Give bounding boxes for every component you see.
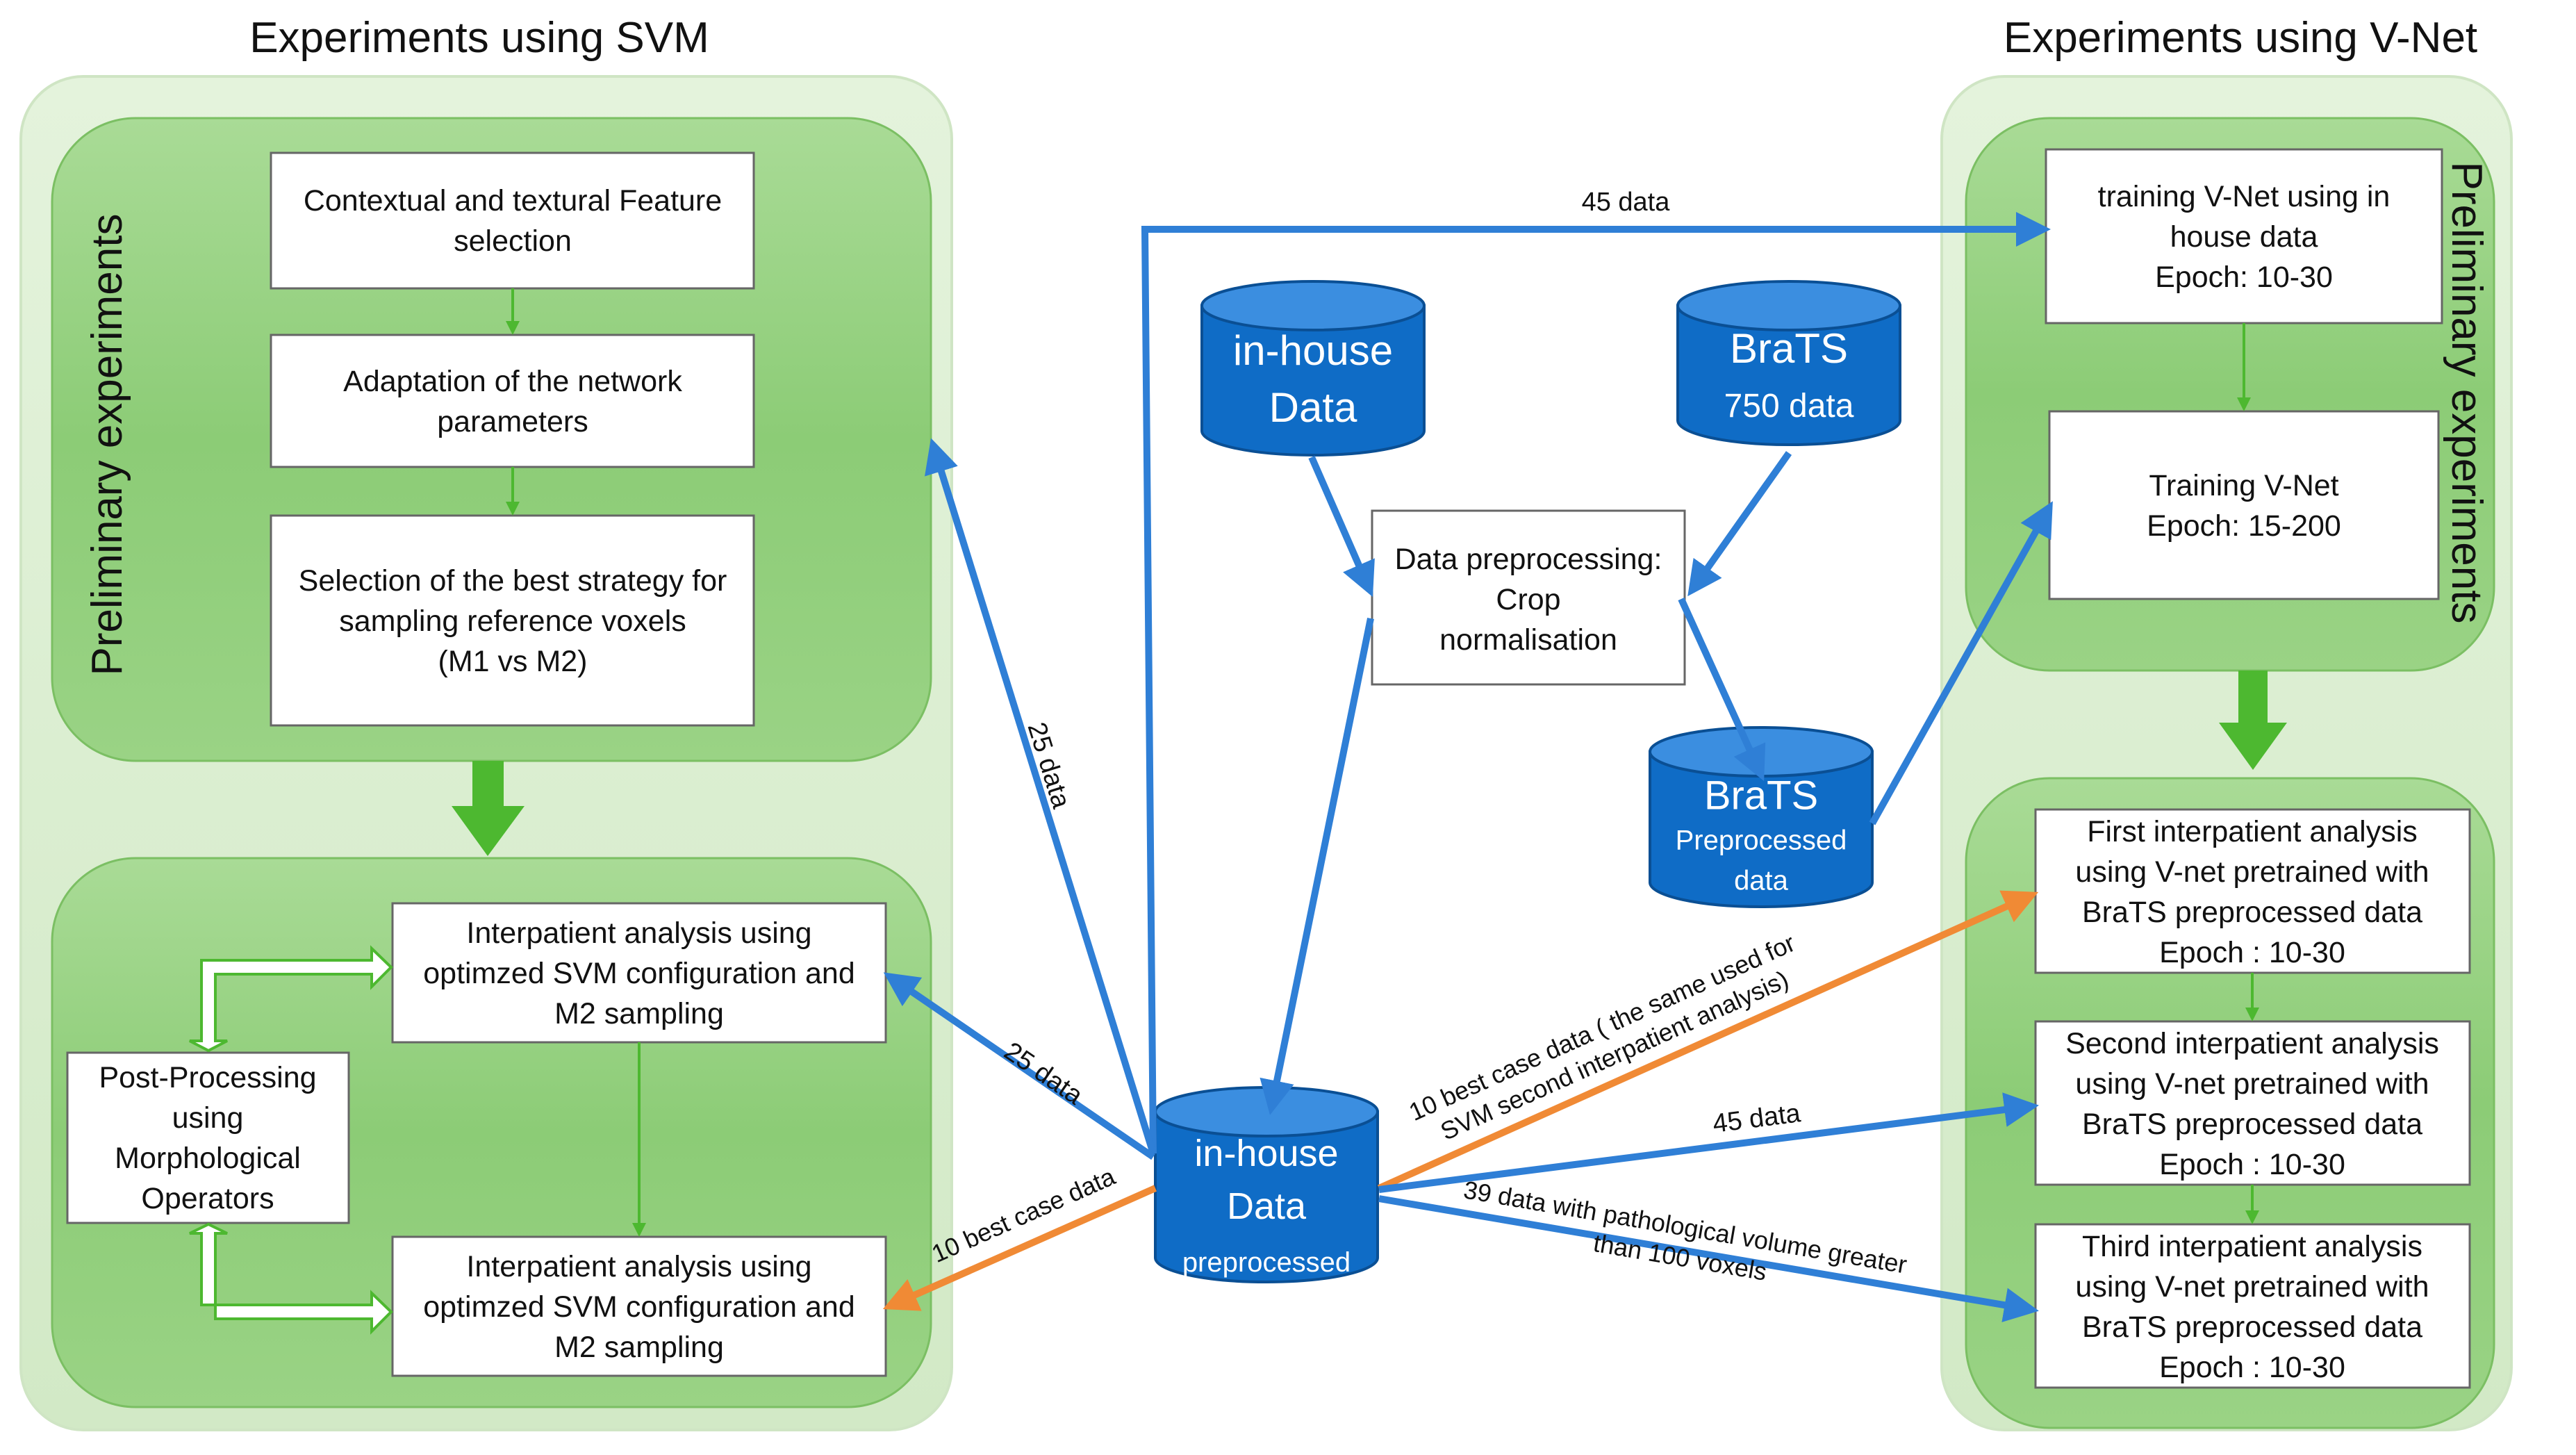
inhouse-pre-to-vnet-third-arrow xyxy=(1378,1195,2039,1322)
inhouse-pre-to-svm-inter1-arrow xyxy=(883,972,1155,1160)
vnet-third-analysis-box xyxy=(2034,1223,2471,1389)
inhouse-pre-to-svm-inter2-arrow xyxy=(882,1185,1157,1311)
svm-interpatient-box-2 xyxy=(391,1235,887,1377)
vnet-prelim-to-inter-arrow xyxy=(2219,671,2287,770)
inhouse-pre-to-vnet-first-arrow xyxy=(1377,890,2039,1192)
brats-to-preprocessing-arrow xyxy=(1687,451,1792,597)
preprocessing-box xyxy=(1371,509,1686,686)
feature-selection-box xyxy=(270,151,755,290)
svm-prelim-side-label: Preliminary experiments xyxy=(83,214,131,676)
inhouse-to-preprocessing-arrow xyxy=(1308,455,1375,598)
postproc-arrow-top xyxy=(189,945,393,1053)
edge-label-vnet-second: 45 data xyxy=(1711,1099,1803,1139)
vnet-train-brats-box xyxy=(2048,410,2440,600)
inhouse-pre-to-vnet-second-arrow xyxy=(1378,1092,2039,1193)
post-processing-box xyxy=(66,1051,350,1224)
svm-section-title: Experiments using SVM xyxy=(249,14,709,62)
brats-db xyxy=(1676,280,1901,446)
vnet-second-analysis-box xyxy=(2034,1020,2471,1186)
edge-label-vnet-train: 45 data xyxy=(1582,188,1671,217)
sampling-strategy-box xyxy=(270,514,755,727)
svm-prelim-to-inter-arrow xyxy=(452,761,525,856)
inhouse-data-db xyxy=(1200,280,1426,457)
vnet-prelim-side-label: Preliminary experiments xyxy=(2443,162,2491,624)
vnet-first-analysis-box xyxy=(2034,808,2471,974)
preprocessing-to-inhouse-pre-arrow xyxy=(1260,618,1374,1115)
network-adaptation-box xyxy=(270,334,755,468)
preprocessing-to-brats-pre-arrow xyxy=(1678,597,1766,782)
vnet-train-inhouse-box xyxy=(2045,148,2443,324)
inhouse-pre-to-vnet-train-arrow xyxy=(1141,212,2051,1154)
edge-label-vnet-third: 39 data with pathological volume greater… xyxy=(1456,1175,1908,1309)
postproc-arrow-bottom xyxy=(189,1222,393,1335)
inhouse-pre-to-svm-prelim-arrow xyxy=(924,438,1157,1155)
brats-pre-to-vnet-train-arrow xyxy=(1869,501,2053,825)
vnet-section-title: Experiments using V-Net xyxy=(2004,14,2477,62)
edge-label-svm-inter1: 25 data xyxy=(999,1037,1089,1111)
